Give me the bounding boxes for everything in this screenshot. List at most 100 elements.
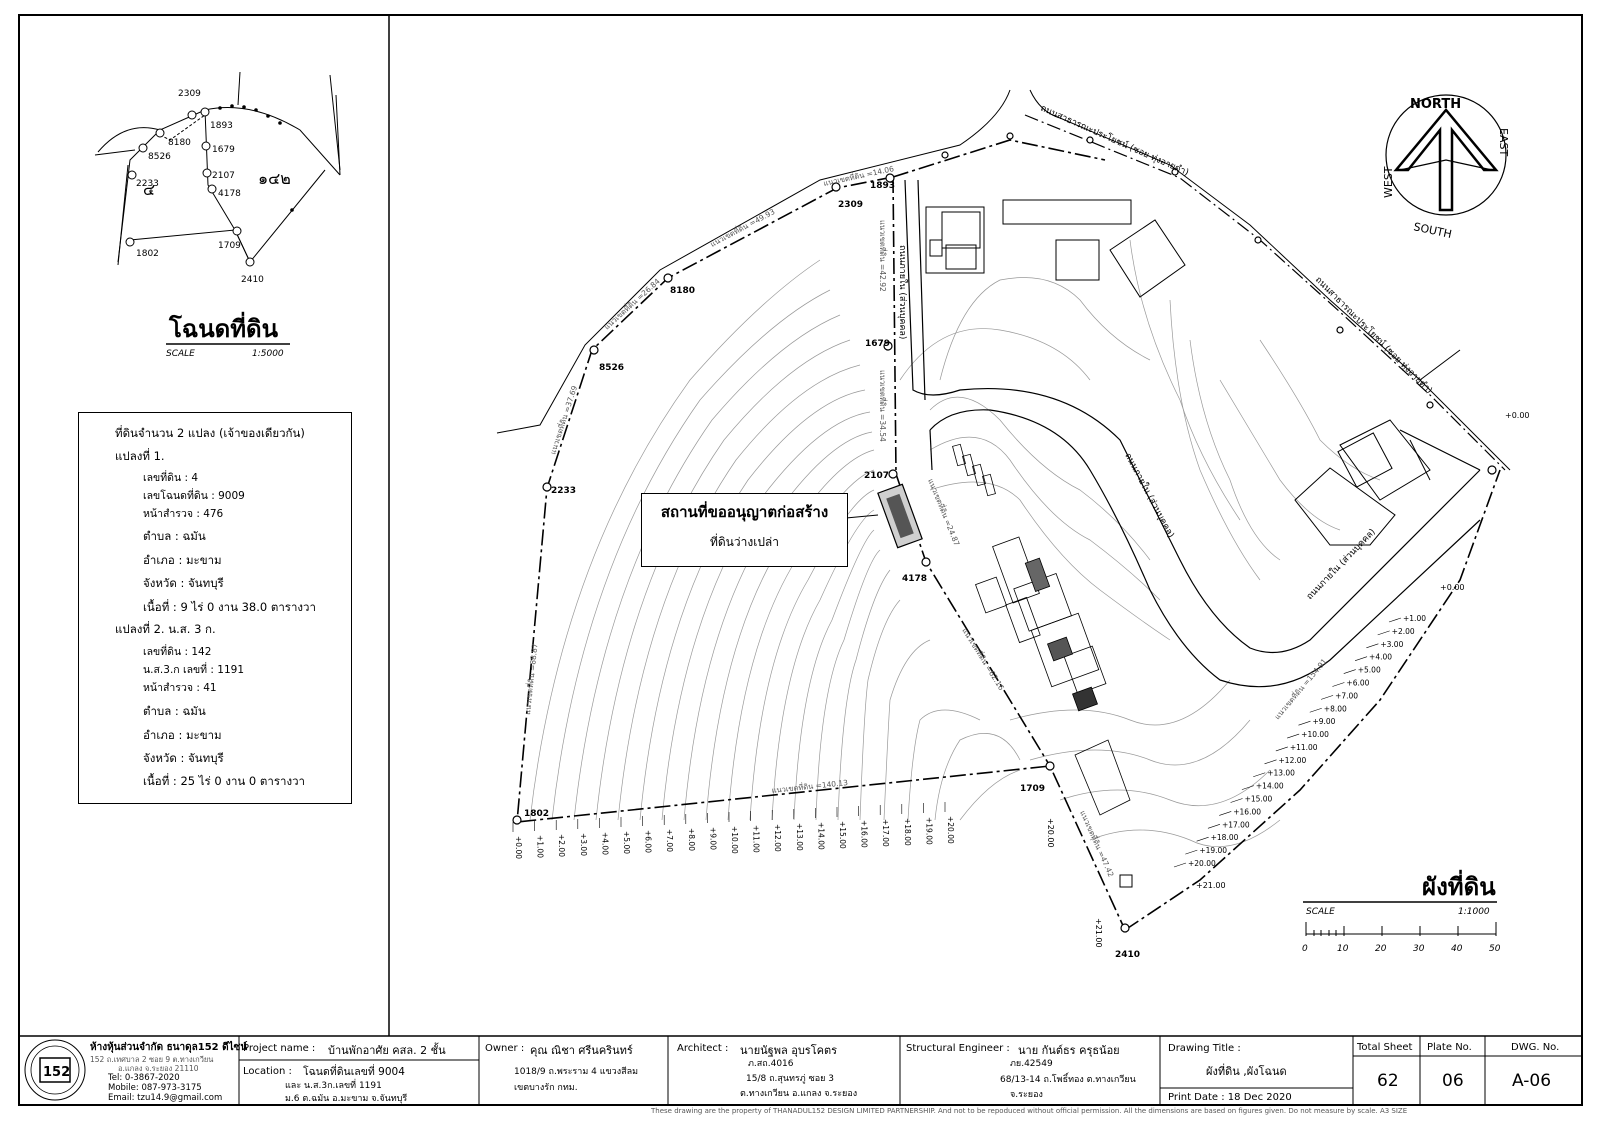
road-label-inner-1: ถนนภายใน (ส่วนบุคคล) xyxy=(897,245,908,339)
right-level-tick xyxy=(1343,669,1356,674)
road-label-public-2: ถนนสาธารณะประโยชน์ (ซอย ทุ่งอายดำ) xyxy=(1313,274,1435,396)
bottom-level-label: +0.00 xyxy=(514,836,523,859)
plot2-line-1: น.ส.3.ก เลขที่ : 1191 xyxy=(143,664,245,676)
right-level-tick xyxy=(1253,772,1266,778)
right-level-label: +15.00 xyxy=(1245,795,1273,804)
struct-label: Structural Engineer : xyxy=(906,1043,1010,1054)
right-level-tick xyxy=(1196,836,1209,842)
level-top-right: +0.00 xyxy=(1505,411,1530,420)
key-plan-title: โฉนดที่ดิน xyxy=(168,311,279,343)
site-markers xyxy=(512,132,1497,933)
right-level-label: +20.00 xyxy=(1188,859,1216,868)
bottom-level-label: +16.00 xyxy=(860,820,869,848)
struct-name: นาย กันต์ธร ครุธน้อย xyxy=(1018,1044,1120,1057)
site-scale-label: SCALE xyxy=(1306,907,1335,917)
key-label-1679: 1679 xyxy=(212,145,235,155)
plot1-line-3: ตำบล : ฉมัน xyxy=(143,529,206,543)
right-level-label: +2.00 xyxy=(1392,627,1415,636)
site-marker-2233: 2233 xyxy=(551,486,576,496)
road-label-inner-3: ถนนภายใน (ส่วนบุคคล) xyxy=(1304,527,1378,603)
architect-name: นายนัฐพล อุบรโคตร xyxy=(740,1044,838,1057)
site-marker-2410: 2410 xyxy=(1115,950,1140,960)
right-level-label: +5.00 xyxy=(1358,666,1381,675)
right-level-label: +6.00 xyxy=(1346,678,1369,687)
bottom-level-label: +9.00 xyxy=(708,827,717,850)
bottom-levels: +0.00+1.00+2.00+3.00+4.00+5.00+6.00+7.00… xyxy=(512,802,955,859)
dim-88-87: แนวเขตที่ดิน =88.87 xyxy=(522,643,539,716)
buildings-top xyxy=(925,199,1186,298)
owner-label: Owner : xyxy=(485,1043,525,1054)
right-level-label: +3.00 xyxy=(1380,640,1403,649)
compass-south: SOUTH xyxy=(1412,220,1453,241)
scale-tick-10: 10 xyxy=(1337,944,1349,954)
dim-42-92: แนวเขตที่ดิน =42.92 xyxy=(878,220,888,292)
dim-47-42: แนวเขตที่ดิน =47.42 xyxy=(1078,809,1116,879)
plot1-line-0: เลขที่ดิน : 4 xyxy=(143,472,199,484)
callout-subtitle: ที่ดินว่างเปล่า xyxy=(709,535,780,549)
dim-154-91: แนวเขตที่ดิน =154.91 xyxy=(1272,656,1329,721)
plot2-title: แปลงที่ 2. น.ส. 3 ก. xyxy=(115,622,216,636)
small-structure xyxy=(1119,874,1133,888)
company-seal-icon xyxy=(24,1039,86,1101)
architect-addr-2: ต.ทางเกวียน อ.แกลง จ.ระยอง xyxy=(740,1089,858,1099)
scale-tick-40: 40 xyxy=(1451,944,1463,954)
right-level-label: +19.00 xyxy=(1199,846,1227,855)
company-email: Email: tzu14.9@gmail.com xyxy=(108,1093,223,1103)
key-label-2107: 2107 xyxy=(212,171,235,181)
level-20-a: +20.00 xyxy=(1046,818,1055,848)
right-level-tick xyxy=(1332,682,1345,687)
right-level-label: +7.00 xyxy=(1335,691,1358,700)
right-level-label: +9.00 xyxy=(1312,717,1335,726)
scale-tick-30: 30 xyxy=(1413,944,1425,954)
bottom-level-label: +5.00 xyxy=(622,831,631,854)
total-sheet-label: Total Sheet xyxy=(1357,1042,1413,1053)
dim-34-54: แนวเขตที่ดิน =34.54 xyxy=(878,370,888,442)
road-label-public-1: ถนนสาธารณะประโยชน์ (ซอย ทุ่งอายดำ) xyxy=(1039,102,1191,178)
key-label-8180: 8180 xyxy=(168,138,191,148)
dim-37-69: แนวเขตที่ดิน =37.69 xyxy=(547,384,579,456)
right-level-tick xyxy=(1298,720,1311,726)
public-road xyxy=(496,89,1511,471)
site-marker-1893: 1893 xyxy=(870,181,895,191)
plate-no-value: 06 xyxy=(1442,1071,1464,1091)
bottom-level-label: +1.00 xyxy=(536,835,545,858)
site-marker-4178: 4178 xyxy=(902,574,927,584)
bottom-level-label: +11.00 xyxy=(752,825,761,853)
right-level-tick xyxy=(1264,759,1277,765)
bottom-level-label: +13.00 xyxy=(795,823,804,851)
level-mid-right: +0.00 xyxy=(1440,583,1465,592)
compass-west: WEST xyxy=(1382,166,1395,198)
right-level-tick xyxy=(1366,643,1379,649)
property-boundary xyxy=(516,139,1501,931)
right-level-tick xyxy=(1309,707,1322,713)
right-level-tick xyxy=(1287,733,1300,739)
plot2-line-5: จังหวัด : จันทบุรี xyxy=(143,751,224,765)
scale-tick-20: 20 xyxy=(1375,944,1387,954)
drawing-title-value: ผังที่ดิน ,ผังโฉนด xyxy=(1206,1065,1287,1078)
right-level-label: +12.00 xyxy=(1279,756,1307,765)
site-marker-2107: 2107 xyxy=(864,471,889,481)
location-line-3: ม.6 ต.ฉมัน อ.มะขาม จ.จันทบุรี xyxy=(285,1094,408,1104)
bottom-level-label: +4.00 xyxy=(600,832,609,855)
architect-addr-1: 15/8 ถ.สุนทรภู่ ซอย 3 xyxy=(746,1074,834,1084)
site-marker-2309: 2309 xyxy=(838,200,863,210)
right-level-tick xyxy=(1207,824,1221,829)
key-plan-dots xyxy=(218,104,294,212)
owner-addr-1: 1018/9 ถ.พระราม 4 แขวงสีลม xyxy=(514,1067,639,1077)
key-parcel-142: ๑๔๒ xyxy=(258,169,291,188)
plot2-line-3: ตำบล : ฉมัน xyxy=(143,704,206,718)
inner-road xyxy=(904,179,1481,688)
key-label-1709: 1709 xyxy=(218,241,241,251)
site-scale-value: 1:1000 xyxy=(1458,907,1490,917)
scale-tick-0: 0 xyxy=(1302,944,1308,954)
bottom-level-label: +2.00 xyxy=(557,834,566,857)
right-level-label: +16.00 xyxy=(1233,807,1261,816)
right-level-label: +10.00 xyxy=(1301,730,1329,739)
plot1-line-5: จังหวัด : จันทบุรี xyxy=(143,576,224,590)
callout-title: สถานที่ขออนุญาตก่อสร้าง xyxy=(660,503,829,521)
north-arrow-icon xyxy=(1385,94,1507,216)
right-level-label: +18.00 xyxy=(1211,833,1239,842)
key-label-2309: 2309 xyxy=(178,89,201,99)
struct-addr-2: จ.ระยอง xyxy=(1010,1090,1043,1100)
land-info-header: ที่ดินจำนวน 2 แปลง (เจ้าของเดียวกัน) xyxy=(115,426,305,440)
